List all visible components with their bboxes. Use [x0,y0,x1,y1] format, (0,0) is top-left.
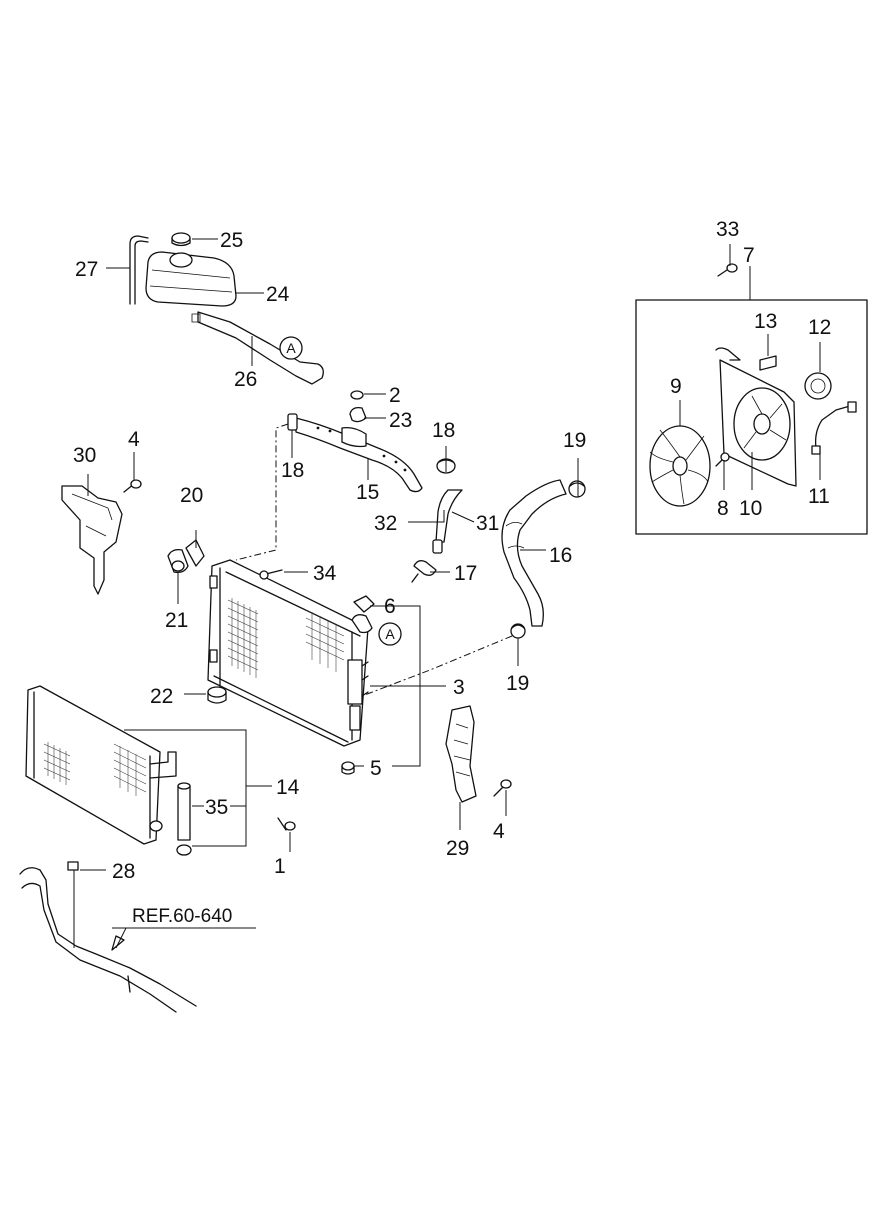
callout-18-right: 18 [432,419,455,442]
callout-13: 13 [754,310,777,333]
callout-8: 8 [717,497,729,520]
front-bumper-reference [19,861,197,1013]
reservoir-bracket-rod [129,235,149,305]
callout-1: 1 [274,855,286,878]
fan-motor [804,372,832,400]
callout-25: 25 [220,229,243,252]
radiator-bolt [259,569,283,580]
callout-4-left: 4 [128,428,140,451]
fan-blade [649,425,711,507]
callout-30: 30 [73,444,96,467]
callout-16: 16 [549,544,572,567]
callout-35: 35 [205,796,228,819]
callout-9: 9 [670,375,682,398]
callout-24: 24 [266,283,290,306]
callout-18-left: 18 [281,459,304,482]
hose-clamp-lower-bottom [510,623,526,639]
callout-34: 34 [313,562,337,585]
callout-4-right: 4 [493,820,505,843]
callout-7: 7 [743,244,755,267]
callout-3: 3 [453,676,465,699]
callout-23: 23 [389,409,412,432]
condenser-bolt [277,817,296,831]
receiver-drier [176,782,192,856]
callout-17: 17 [454,562,477,585]
air-guard-bolt-right [493,779,512,797]
hose-clamp-lower-top [568,480,586,498]
hose-clamp-upper-left [287,413,298,431]
reference-label: REF.60-640 [132,906,232,927]
upper-mount-bushing [167,548,189,574]
fan-assembly-frame [635,299,868,535]
radiator-lower-mount [207,686,227,704]
leader-lines [73,238,821,951]
hose-clamp-small [350,390,364,400]
air-guard-right [445,705,477,803]
callout-2: 2 [389,384,401,407]
radiator-drain-plug [341,761,355,775]
upper-mount-bracket [185,539,205,567]
reservoir-cap [171,232,191,247]
callout-33: 33 [716,218,739,241]
callout-10: 10 [739,497,762,520]
callout-20: 20 [180,484,203,507]
callout-26: 26 [234,368,257,391]
condenser-lower-fitting [149,820,163,832]
air-guard-bolt-left [123,479,142,493]
hose-clip [411,560,437,583]
callout-6: 6 [384,595,396,618]
callout-14: 14 [276,776,300,799]
fan-bolt-top [717,263,738,277]
callout-19-top: 19 [563,429,586,452]
callout-32: 32 [374,512,397,535]
fan-label-sticker [759,355,777,371]
callout-numbers: 25 27 24 26 2 23 18 18 15 19 32 31 16 17… [73,218,831,927]
callout-21: 21 [165,609,188,632]
fan-shroud [715,347,797,487]
condenser-pipe [149,751,177,779]
dashed-link-upper-hose [235,423,289,561]
upper-radiator-hose [295,417,423,493]
callout-15: 15 [356,481,379,504]
radiator-core [207,559,369,747]
radiator-outlet-pipe [351,614,373,634]
callout-22: 22 [150,685,173,708]
connector-a-label: A [286,340,296,356]
connector-a-radiator: A [378,622,402,646]
condenser-core [25,685,161,845]
callout-12: 12 [808,316,831,339]
dashed-link-lower-hose [361,635,513,697]
callout-27: 27 [75,258,98,281]
connector-a-top: A [279,336,303,360]
connector-a-label: A [385,626,395,642]
fan-wiring-harness [811,401,857,455]
air-guard-left [61,485,123,595]
callout-28: 28 [112,860,135,883]
hose-bracket [349,406,367,423]
lower-radiator-hose [501,479,567,627]
callout-31: 31 [476,512,499,535]
fan-shroud-screw [715,452,730,467]
bypass-hose [432,489,463,554]
callout-29: 29 [446,837,469,860]
callout-11: 11 [808,485,830,508]
reservoir-tank [145,251,237,307]
reservoir-overflow-hose [191,311,324,385]
radiator-top-insulator [353,595,375,613]
callout-19-bottom: 19 [506,672,529,695]
callout-5: 5 [370,757,382,780]
